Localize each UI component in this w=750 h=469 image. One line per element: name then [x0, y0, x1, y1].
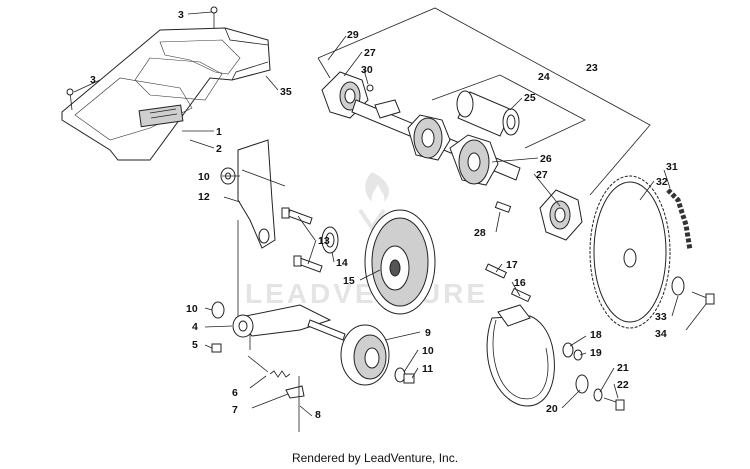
callout-8: 8 [315, 409, 321, 421]
sprocket-32 [589, 175, 671, 329]
washer-10-mid [211, 301, 225, 319]
callout-10: 10 [198, 171, 210, 183]
washer-19 [573, 349, 583, 361]
callout-20: 20 [546, 403, 558, 415]
callout-12: 12 [198, 191, 210, 203]
callout-33: 33 [655, 311, 667, 323]
footer-credit: Rendered by LeadVenture, Inc. [291, 451, 459, 465]
callout-6: 6 [232, 387, 238, 399]
washer-20 [575, 374, 589, 394]
sleeve-25 [456, 90, 520, 137]
callout-10: 10 [186, 303, 198, 315]
callout-1: 1 [216, 126, 222, 138]
callout-27: 27 [536, 169, 548, 181]
perforation-pattern [74, 39, 241, 141]
decal-label [138, 104, 184, 128]
bolts-13 [281, 207, 323, 273]
watermark: LEADVENTURE [245, 172, 488, 309]
callout-13: 13 [318, 235, 330, 247]
callout-23: 23 [586, 62, 598, 74]
callout-17: 17 [506, 259, 518, 271]
callout-32: 32 [656, 176, 668, 188]
callout-5: 5 [192, 339, 198, 351]
callout-25: 25 [524, 92, 536, 104]
screw-3-top [210, 6, 218, 28]
bracket-7 [285, 385, 305, 399]
clutch-hub-left [407, 114, 451, 161]
pin-17 [485, 263, 507, 279]
mounting-bracket-12 [237, 139, 286, 350]
nut-5 [211, 343, 222, 353]
callout-24: 24 [538, 71, 550, 83]
callout-28: 28 [474, 227, 486, 239]
watermark-text: LEADVENTURE [245, 278, 488, 309]
callout-22: 22 [617, 379, 629, 391]
callout-4: 4 [192, 321, 198, 333]
assembly-bracket-lines [317, 7, 651, 196]
callout-7: 7 [232, 404, 238, 416]
callout-16: 16 [514, 277, 526, 289]
spring-6 [247, 355, 291, 378]
callout-11: 11 [422, 363, 433, 375]
callout-2: 2 [216, 143, 222, 155]
callout-21: 21 [617, 362, 629, 374]
washer-33 [671, 276, 685, 296]
clutch-drum-15 [364, 209, 436, 315]
callout-3: 3 [178, 9, 184, 21]
callout-27: 27 [364, 47, 376, 59]
tensioner-arm-4 [232, 304, 332, 338]
callout-26: 26 [540, 153, 552, 165]
idler-pulley-9 [340, 324, 390, 386]
callout-29: 29 [347, 29, 359, 41]
callout-35: 35 [280, 86, 292, 98]
screw-3-left [66, 88, 74, 111]
callout-9: 9 [425, 327, 431, 339]
bolt-22 [603, 397, 625, 411]
callout-34: 34 [655, 328, 667, 340]
nut-30 [366, 84, 374, 92]
washer-18 [562, 342, 574, 358]
stud-bolt [307, 319, 346, 341]
callout-labels: 3 3 35 1 2 29 27 30 24 23 25 26 27 28 31… [90, 9, 678, 421]
bearing-flange-right [539, 189, 583, 241]
callout-10: 10 [422, 345, 434, 357]
callout-14: 14 [336, 257, 348, 269]
key-28 [494, 201, 512, 213]
callout-19: 19 [590, 347, 602, 359]
callout-3: 3 [90, 74, 96, 86]
spacer-14 [321, 226, 339, 254]
brake-band [486, 304, 555, 407]
callout-30: 30 [361, 64, 373, 76]
callout-18: 18 [590, 329, 602, 341]
callout-15: 15 [343, 275, 355, 287]
bolt-34 [691, 291, 715, 305]
chain-31 [666, 188, 693, 251]
nut-11 [403, 373, 415, 384]
leader-lines [73, 11, 707, 417]
skid-plate [61, 27, 271, 161]
callout-31: 31 [666, 161, 678, 173]
clutch-hub-right [449, 134, 499, 186]
pin-16 [510, 287, 532, 303]
